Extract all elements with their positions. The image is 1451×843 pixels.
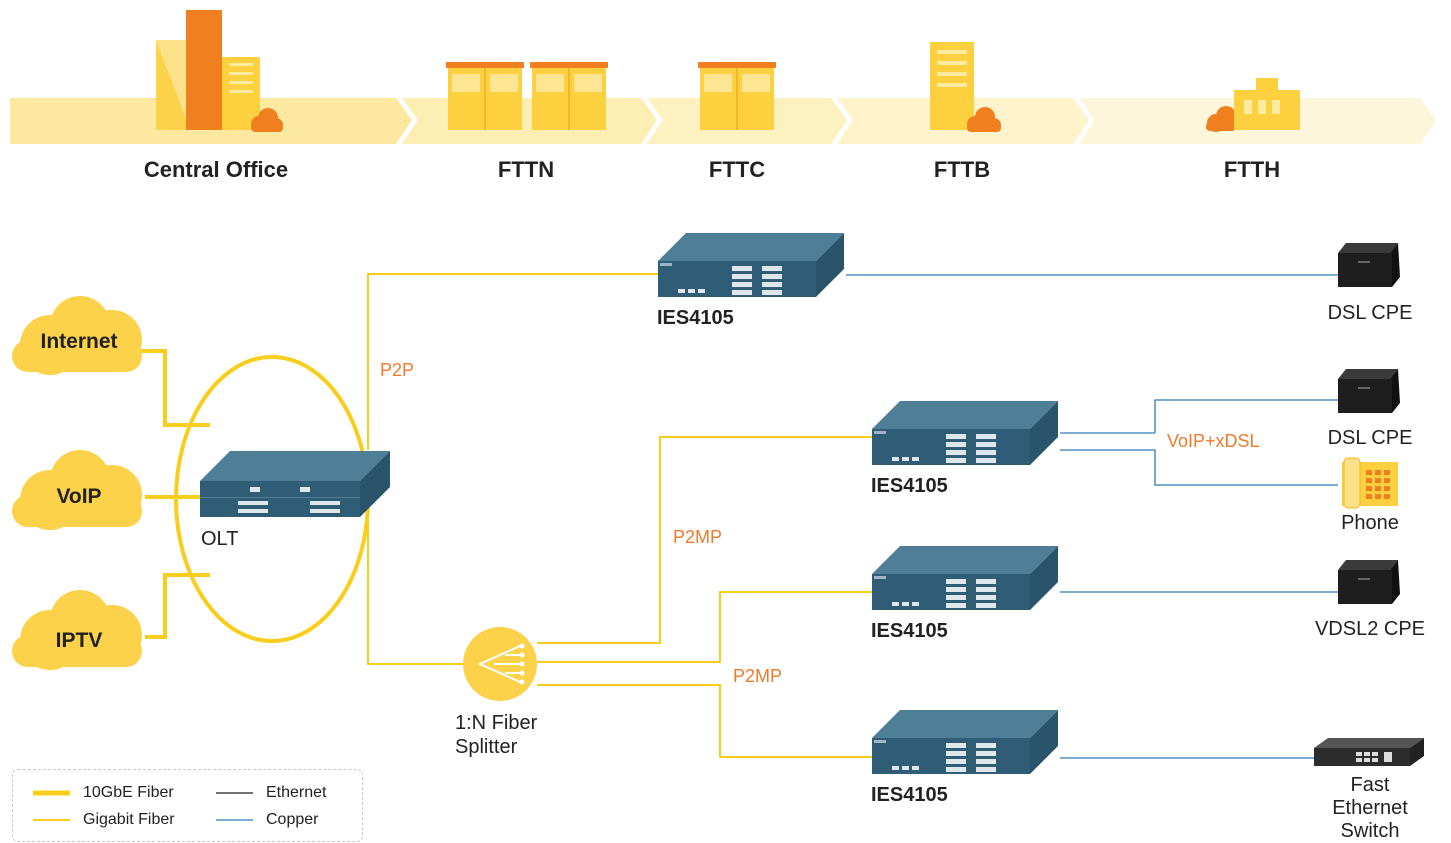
internet-cloud-icon bbox=[12, 296, 142, 375]
switch-label-line3: Switch bbox=[1340, 820, 1400, 842]
ftth-house-icon bbox=[1206, 78, 1300, 132]
stage-fttn: FTTN bbox=[497, 157, 555, 182]
dsl-cpe-icon bbox=[1338, 243, 1400, 287]
legend-10gbe-fiber: 10GbE Fiber bbox=[83, 784, 174, 801]
ies4105-label: IES4105 bbox=[871, 475, 948, 497]
p2mp-lower-label: P2MP bbox=[733, 666, 783, 686]
ies4105-label: IES4105 bbox=[657, 307, 734, 329]
dsl-cpe-label: DSL CPE bbox=[1327, 427, 1413, 449]
ies4105-label: IES4105 bbox=[871, 620, 948, 642]
fttc-cabinet-icon bbox=[698, 62, 776, 130]
p2p-label: P2P bbox=[380, 360, 415, 380]
vdsl2-cpe-label: VDSL2 CPE bbox=[1314, 618, 1426, 640]
stage-central-office: Central Office bbox=[143, 157, 289, 182]
ies4105-device-icon bbox=[872, 546, 1058, 610]
stage-fttb: FTTB bbox=[933, 157, 991, 182]
phone-label: Phone bbox=[1341, 512, 1399, 534]
service-internet-label: Internet bbox=[40, 330, 118, 353]
central-office-icon bbox=[156, 10, 283, 132]
switch-label-line2: Ethernet bbox=[1332, 797, 1408, 819]
dsl-cpe-label: DSL CPE bbox=[1327, 302, 1413, 324]
legend-swatches bbox=[33, 790, 253, 821]
fiber-links bbox=[137, 273, 873, 758]
dsl-cpe-icon bbox=[1338, 369, 1400, 413]
olt-label: OLT bbox=[201, 528, 239, 550]
fiber-splitter-icon bbox=[463, 627, 537, 701]
legend-copper: Copper bbox=[266, 811, 319, 828]
legend-gigabit-fiber: Gigabit Fiber bbox=[83, 811, 175, 828]
fast-ethernet-switch-icon bbox=[1314, 738, 1424, 766]
ies4105-device-icon bbox=[872, 710, 1058, 774]
legend-ethernet: Ethernet bbox=[266, 784, 327, 801]
iptv-cloud-icon bbox=[12, 590, 142, 670]
vdsl2-cpe-icon bbox=[1338, 560, 1400, 604]
splitter-label-line2: Splitter bbox=[455, 736, 518, 758]
p2mp-upper-label: P2MP bbox=[673, 527, 723, 547]
phone-icon bbox=[1342, 457, 1398, 509]
ies4105-device-icon bbox=[658, 233, 844, 297]
olt-device-icon bbox=[200, 451, 390, 517]
service-iptv-label: IPTV bbox=[55, 629, 103, 652]
copper-links bbox=[846, 274, 1338, 759]
voip-cloud-icon bbox=[12, 450, 142, 530]
fttn-cabinet-icon bbox=[446, 62, 608, 130]
legend bbox=[12, 769, 363, 842]
splitter-label-line1: 1:N Fiber bbox=[455, 712, 538, 734]
ies4105-device-icon bbox=[872, 401, 1058, 465]
switch-label-line1: Fast bbox=[1350, 774, 1390, 796]
stage-fttc: FTTC bbox=[708, 157, 766, 182]
voip-xdsl-label: VoIP+xDSL bbox=[1167, 431, 1260, 451]
stage-ftth: FTTH bbox=[1223, 157, 1281, 182]
fttb-building-icon bbox=[930, 42, 1001, 132]
service-voip-label: VoIP bbox=[56, 485, 102, 508]
ies4105-label: IES4105 bbox=[871, 784, 948, 806]
